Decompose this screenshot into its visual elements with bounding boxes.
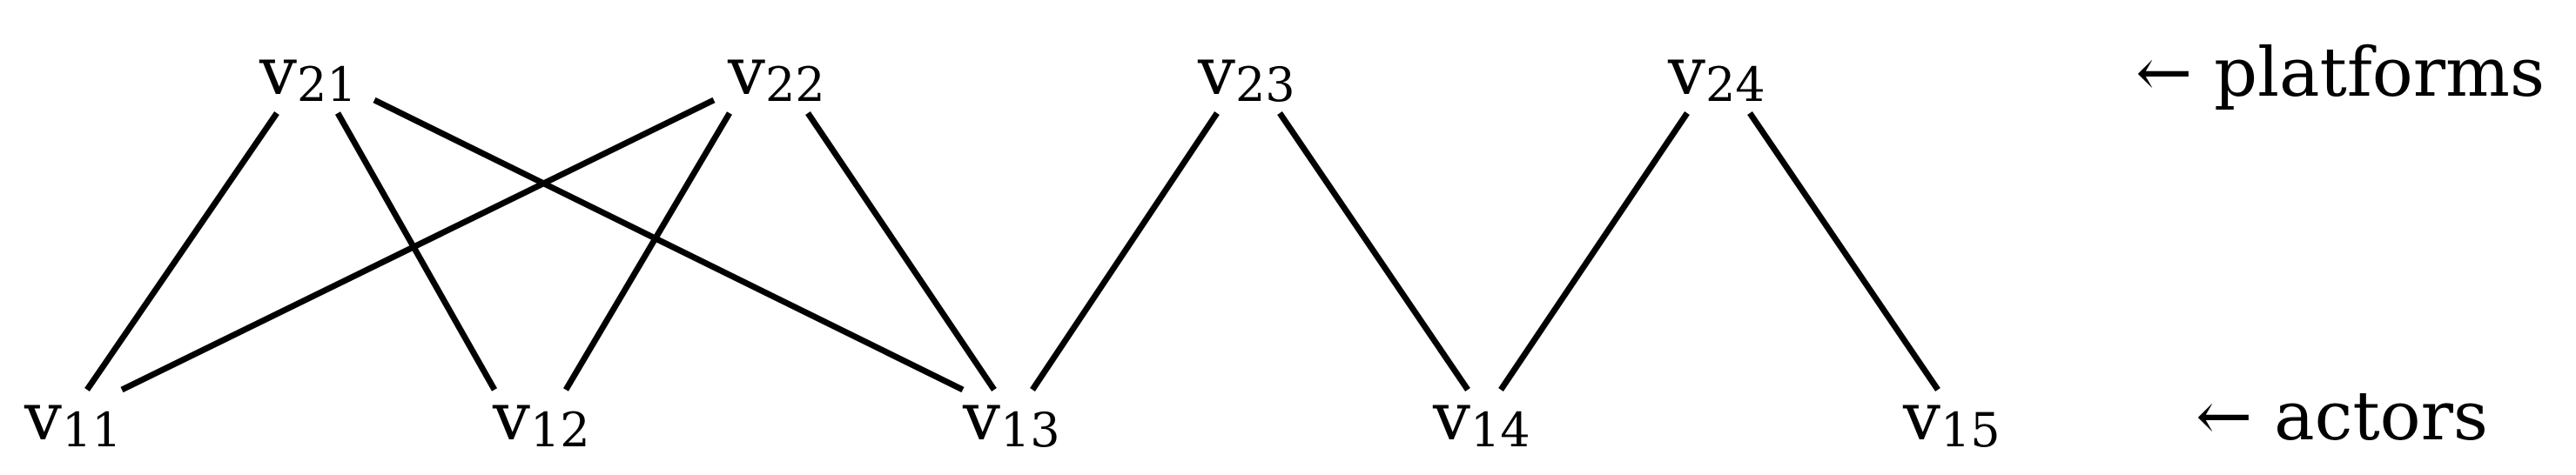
node-v21: v21 [259,32,357,112]
node-v11: v11 [24,378,122,458]
edge-v24-v14 [1498,111,1690,391]
node-v13: v13 [962,378,1060,458]
edges-layer [84,97,1940,393]
node-v22: v22 [727,32,825,112]
platforms-row-label: ← platforms [2135,34,2545,112]
node-v12: v12 [492,378,590,458]
node-v15: v15 [1902,378,2001,458]
node-v23: v23 [1197,32,1295,112]
node-v14: v14 [1432,378,1530,458]
edge-v21-v11 [84,111,279,391]
nodes-layer: v21 v22 v23 v24 v11 v12 v13 v14 v15 [24,32,2001,458]
edge-v24-v15 [1747,111,1940,391]
actors-row-label: ← actors [2196,378,2488,456]
edge-v23-v13 [1030,111,1220,391]
edge-v21-v12 [334,111,498,391]
edge-v22-v12 [562,111,733,391]
edge-v21-v13 [373,97,965,393]
edge-v23-v14 [1277,111,1470,391]
edge-v22-v11 [120,97,716,393]
edge-v22-v13 [805,111,997,391]
node-v24: v24 [1667,32,1766,112]
